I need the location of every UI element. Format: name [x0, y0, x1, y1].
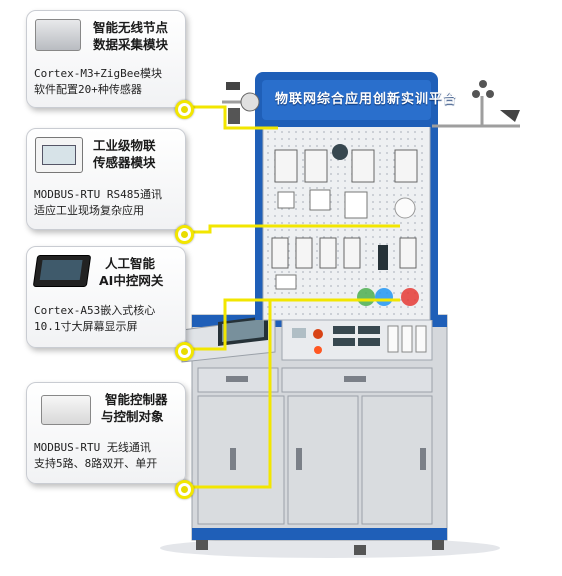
ai-gateway-image — [32, 255, 92, 287]
callout-1-title-line1: 智能无线节点 — [93, 20, 169, 35]
callout-ai-gateway: 人工智能 AI中控网关 Cortex-A53嵌入式核心 10.1寸大屏幕显示屏 — [26, 246, 186, 348]
callout-3-title-line1: 人工智能 — [105, 256, 156, 271]
callout-1-desc-line1: Cortex-M3+ZigBee模块 — [34, 67, 162, 80]
callout-2-desc-line1: MODBUS-RTU RS485通讯 — [34, 188, 162, 201]
callout-2-desc-line2: 适应工业现场复杂应用 — [34, 204, 144, 217]
cabinet — [181, 314, 448, 555]
callout-4-title-line1: 智能控制器 — [105, 392, 168, 407]
wireless-node-module-image — [35, 19, 81, 51]
callout-3-desc-line1: Cortex-A53嵌入式核心 — [34, 304, 156, 317]
connector-dot-3 — [175, 342, 194, 361]
connector-lines — [183, 105, 400, 489]
callout-industrial-sensor: 工业级物联 传感器模块 MODBUS-RTU RS485通讯 适应工业现场复杂应… — [26, 128, 186, 230]
smart-controller-image — [41, 395, 91, 425]
callout-3-desc-line2: 10.1寸大屏幕显示屏 — [34, 320, 138, 333]
callout-4-desc-line2: 支持5路、8路双开、单开 — [34, 457, 158, 470]
callout-2-title-line1: 工业级物联 — [93, 138, 156, 153]
callout-wireless-node: 智能无线节点 数据采集模块 Cortex-M3+ZigBee模块 软件配置20+… — [26, 10, 186, 108]
callout-4-desc-line1: MODBUS-RTU 无线通讯 — [34, 441, 151, 454]
connector-dot-2 — [175, 225, 194, 244]
pegboard-panel — [262, 124, 431, 321]
callout-4-title-line2: 与控制对象 — [101, 409, 164, 424]
weather-station — [432, 80, 520, 128]
callout-1-title-line2: 数据采集模块 — [93, 37, 169, 52]
callout-2-title-line2: 传感器模块 — [93, 155, 156, 170]
industrial-sensor-image — [35, 137, 83, 173]
callout-1-desc-line2: 软件配置20+种传感器 — [34, 83, 142, 96]
platform-title: 物联网综合应用创新实训平台 — [275, 92, 458, 107]
camera-and-anemometer — [222, 82, 260, 124]
callout-smart-controller: 智能控制器 与控制对象 MODBUS-RTU 无线通讯 支持5路、8路双开、单开 — [26, 382, 186, 484]
connector-dot-1 — [175, 100, 194, 119]
title-banner — [255, 72, 438, 127]
callout-3-title-line2: AI中控网关 — [99, 273, 164, 288]
connector-dot-4 — [175, 480, 194, 499]
